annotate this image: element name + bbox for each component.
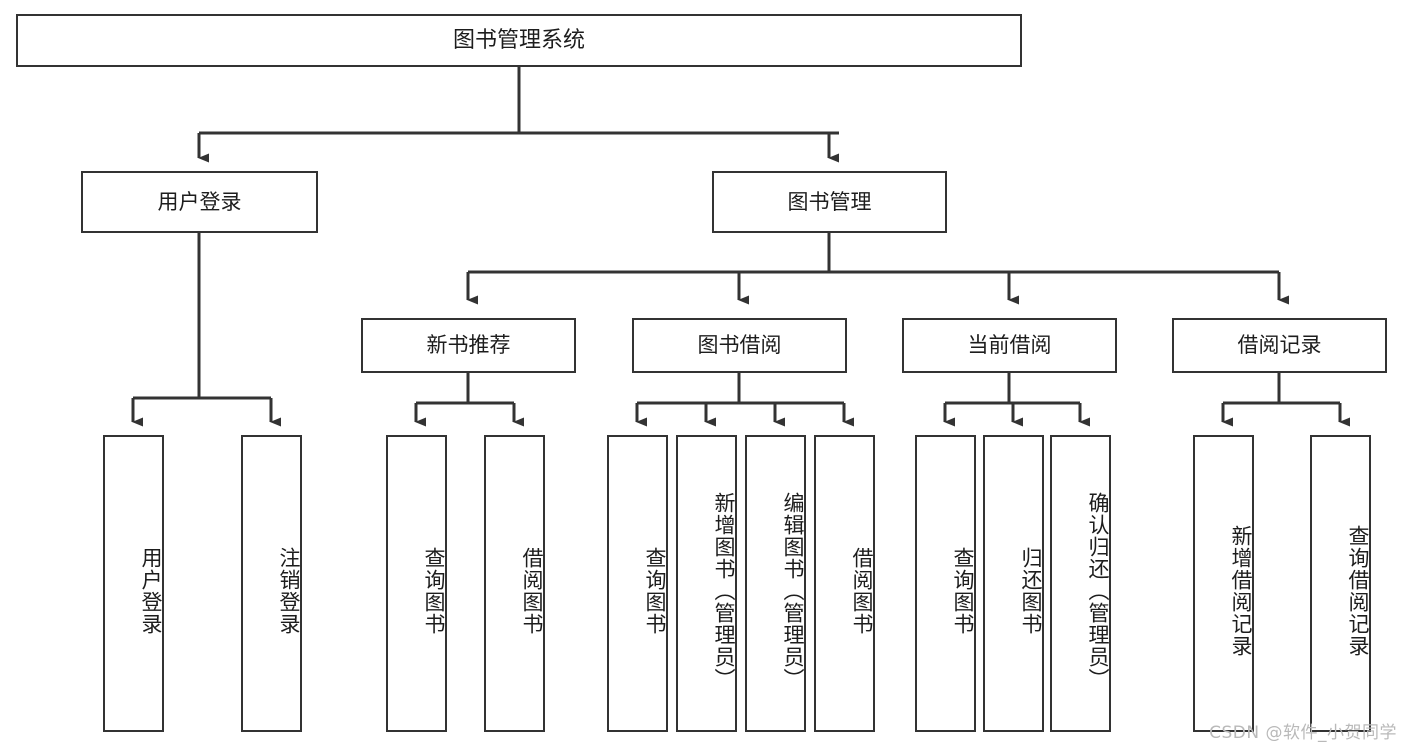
node-new-book-recommend[interactable]: 新书推荐 — [361, 318, 576, 373]
node-label: 借阅图书 — [850, 546, 874, 635]
leaf-borrow-edit-book-admin[interactable]: 编辑图书（管理员） — [745, 435, 806, 732]
leaf-current-query-book[interactable]: 查询图书 — [915, 435, 976, 732]
leaf-user-login-login[interactable]: 用户登录 — [103, 435, 164, 732]
node-label: 图书借阅 — [697, 333, 782, 358]
node-label: 图书管理系统 — [452, 27, 585, 53]
leaf-recommend-query-book[interactable]: 查询图书 — [386, 435, 447, 732]
leaf-current-return-book[interactable]: 归还图书 — [983, 435, 1044, 732]
node-label: 当前借阅 — [967, 333, 1052, 358]
node-borrow-record[interactable]: 借阅记录 — [1172, 318, 1387, 373]
leaf-current-confirm-return-admin[interactable]: 确认归还（管理员） — [1050, 435, 1111, 732]
node-label: 归还图书 — [1019, 546, 1043, 635]
node-user-login[interactable]: 用户登录 — [81, 171, 318, 233]
leaf-borrow-borrow-book[interactable]: 借阅图书 — [814, 435, 875, 732]
leaf-record-add-record[interactable]: 新增借阅记录 — [1193, 435, 1254, 732]
node-label: 查询借阅记录 — [1346, 524, 1370, 657]
node-current-borrow[interactable]: 当前借阅 — [902, 318, 1117, 373]
node-label: 注销登录 — [277, 546, 301, 635]
node-book-management[interactable]: 图书管理 — [712, 171, 947, 233]
leaf-borrow-add-book-admin[interactable]: 新增图书（管理员） — [676, 435, 737, 732]
node-label: 图书管理 — [787, 189, 872, 214]
node-label: 查询图书 — [643, 546, 667, 635]
node-book-borrow[interactable]: 图书借阅 — [632, 318, 847, 373]
node-label: 查询图书 — [951, 546, 975, 635]
node-label: 新增借阅记录 — [1229, 524, 1253, 657]
leaf-record-query-record[interactable]: 查询借阅记录 — [1310, 435, 1371, 732]
leaf-borrow-query-book[interactable]: 查询图书 — [607, 435, 668, 732]
csdn-watermark: CSDN @软件_小贺同学 — [1209, 723, 1397, 743]
node-label: 借阅图书 — [520, 546, 544, 635]
node-label: 编辑图书（管理员） — [781, 491, 805, 690]
leaf-user-login-logout[interactable]: 注销登录 — [241, 435, 302, 732]
node-root-system[interactable]: 图书管理系统 — [16, 14, 1022, 67]
node-label: 新增图书（管理员） — [712, 491, 736, 690]
node-label: 新书推荐 — [426, 333, 511, 358]
node-label: 借阅记录 — [1237, 333, 1322, 358]
leaf-recommend-borrow-book[interactable]: 借阅图书 — [484, 435, 545, 732]
node-label: 用户登录 — [157, 189, 242, 214]
node-label: 用户登录 — [139, 546, 163, 635]
node-label: 查询图书 — [422, 546, 446, 635]
node-label: 确认归还（管理员） — [1086, 491, 1110, 690]
